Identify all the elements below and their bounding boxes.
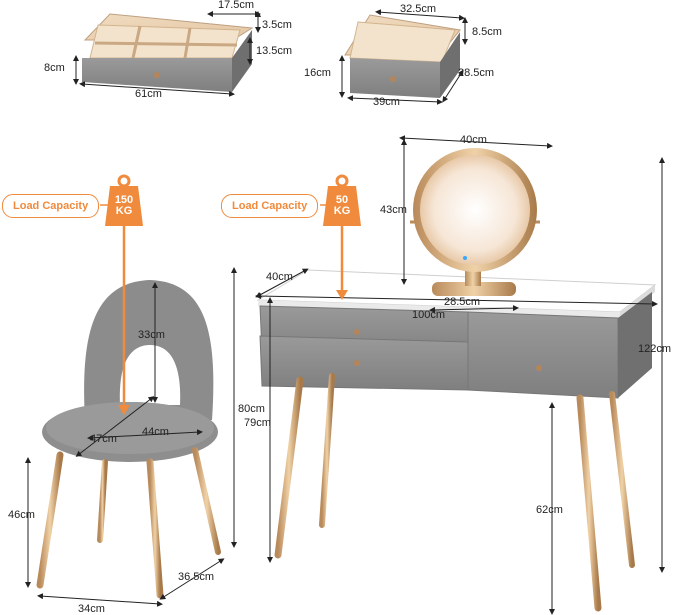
large-drawer-inner-height-label: 8.5cm (472, 26, 502, 38)
table-width-label: 100cm (412, 309, 446, 321)
small-drawer-inner-depth-label: 13.5cm (256, 45, 293, 57)
small-drawer-width-label: 61cm (135, 88, 162, 100)
chair-load-capacity-badge: Load Capacity (2, 194, 100, 218)
mirror-height-label: 43cm (380, 204, 407, 216)
table-load-indicator (320, 174, 361, 300)
large-drawer-height-label: 16cm (304, 67, 331, 79)
table-height-label: 79cm (244, 417, 271, 429)
table-leg-height-label: 62cm (536, 504, 563, 516)
chair (36, 280, 221, 599)
large-drawer (344, 14, 461, 98)
table-load-capacity-badge: Load Capacity (221, 194, 319, 218)
small-drawer-compartment-height-label: 3.5cm (262, 19, 292, 31)
table-depth-label: 40cm (266, 271, 293, 283)
chair-total-height-label: 80cm (238, 403, 265, 415)
small-drawer-height-label: 8cm (44, 62, 65, 74)
chair-load-weight-unit: KG (115, 205, 133, 217)
table-load-weight: 50 KG (326, 195, 358, 217)
large-drawer-top-width-label: 32.5cm (400, 3, 437, 15)
large-drawer-bottom-width-label: 39cm (373, 96, 400, 108)
dimension-lines (25, 9, 665, 615)
table-load-weight-value: 50 (335, 194, 349, 206)
chair-load-indicator (100, 174, 143, 415)
chair-seat-height-label: 46cm (8, 509, 35, 521)
vanity-table (256, 269, 657, 612)
chair-back-height-label: 33cm (138, 329, 165, 341)
chair-base-width-label: 34cm (78, 603, 105, 615)
small-drawer-depth-label: 17.5cm (218, 0, 255, 11)
table-load-weight-unit: KG (333, 205, 351, 217)
mirror-base-label: 28.5cm (444, 296, 481, 308)
chair-load-weight: 150 KG (108, 195, 140, 217)
mirror-width-label: 40cm (460, 134, 487, 146)
chair-seat-width-label: 44cm (142, 426, 169, 438)
led-mirror (410, 148, 540, 296)
table-total-height-label: 122cm (638, 343, 672, 355)
small-drawer (82, 13, 254, 92)
chair-leg-depth-label: 36.5cm (178, 571, 215, 583)
chair-seat-depth-label: 47cm (90, 433, 117, 445)
large-drawer-depth-label: 28.5cm (458, 67, 495, 79)
chair-load-weight-value: 150 (114, 194, 134, 206)
